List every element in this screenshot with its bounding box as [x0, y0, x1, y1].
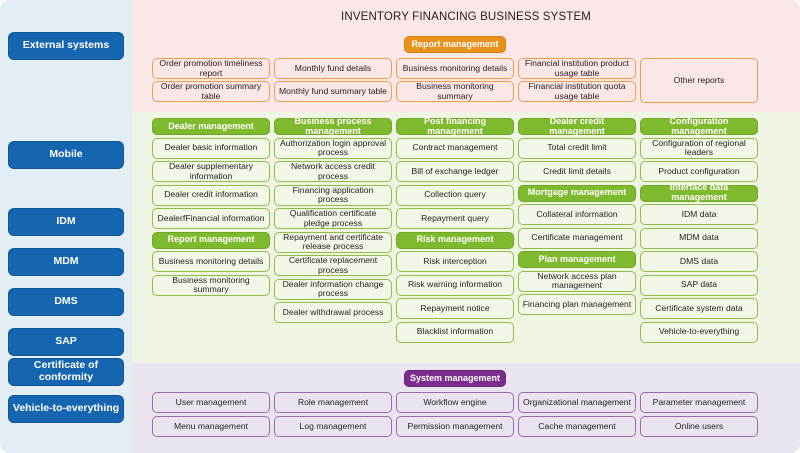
system-item-parameter-management[interactable]: Parameter management — [640, 392, 758, 413]
module-item-configuration-of-regional-leaders[interactable]: Configuration of regional leaders — [640, 137, 758, 159]
module-header-business-process-management[interactable]: Business process management — [274, 116, 392, 135]
system-item-role-management[interactable]: Role management — [274, 392, 392, 413]
sidebar-item-certificate-of-conformity[interactable]: Certificate of conformity — [8, 358, 124, 386]
module-item-network-access-plan-management[interactable]: Network access plan management — [518, 270, 636, 292]
module-item-credit-limit-details[interactable]: Credit limit details — [518, 161, 636, 182]
module-item-contract-management[interactable]: Contract management — [396, 137, 514, 159]
report-item-monthly-fund-details[interactable]: Monthly fund details — [274, 58, 392, 79]
module-item-product-configuration[interactable]: Product configuration — [640, 161, 758, 182]
module-item-dms-data[interactable]: DMS data — [640, 251, 758, 272]
module-item-financing-application-process[interactable]: Financing application process — [274, 184, 392, 206]
system-item-permission-management[interactable]: Permission management — [396, 416, 514, 437]
system-item-menu-management[interactable]: Menu management — [152, 416, 270, 437]
module-item-business-monitoring-summary[interactable]: Business monitoring summary — [152, 274, 270, 296]
report-item-financial-institution-quota-usage-table[interactable]: Financial institution quota usage table — [518, 81, 636, 102]
module-item-mdm-data[interactable]: MDM data — [640, 227, 758, 249]
module-header-plan-management[interactable]: Plan management — [518, 251, 636, 268]
module-item-financing-plan-management[interactable]: Financing plan management — [518, 294, 636, 315]
module-item-dealerffinancial-information[interactable]: DealerfFinancial information — [152, 208, 270, 229]
module-item-idm-data[interactable]: IDM data — [640, 204, 758, 225]
module-item-qualification-certificate-pledge-process[interactable]: Qualification certificate pledge process — [274, 208, 392, 229]
module-item-vehicle-to-everything[interactable]: Vehicle-to-everything — [640, 321, 758, 343]
system-item-online-users[interactable]: Online users — [640, 416, 758, 437]
report-item-business-monitoring-summary[interactable]: Business monitoring summary — [396, 81, 514, 102]
sidebar-item-idm[interactable]: IDM — [8, 208, 124, 236]
system-item-user-management[interactable]: User management — [152, 392, 270, 413]
module-item-dealer-credit-information[interactable]: Dealer credit information — [152, 184, 270, 206]
module-item-dealer-basic-information[interactable]: Dealer basic information — [152, 137, 270, 159]
system-item-cache-management[interactable]: Cache management — [518, 416, 636, 437]
sidebar-item-mobile[interactable]: Mobile — [8, 141, 124, 169]
report-item-order-promotion-summary-table[interactable]: Order promotion summary table — [152, 81, 270, 102]
module-item-certificate-replacement-process[interactable]: Certificate replacement process — [274, 255, 392, 276]
module-item-risk-interception[interactable]: Risk interception — [396, 251, 514, 272]
system-stage: INVENTORY FINANCING BUSINESS SYSTEM Repo… — [132, 0, 800, 453]
module-header-post-financing-management[interactable]: Post financing management — [396, 116, 514, 135]
report-item-monthly-fund-summary-table[interactable]: Monthly fund summary table — [274, 81, 392, 102]
module-header-mortgage-management[interactable]: Mortgage management — [518, 184, 636, 202]
module-item-risk-warning-information[interactable]: Risk warning information — [396, 274, 514, 296]
module-header-dealer-management[interactable]: Dealer management — [152, 118, 270, 135]
module-item-dealer-information-change-process[interactable]: Dealer information change process — [274, 278, 392, 300]
report-item-financial-institution-product-usage-table[interactable]: Financial institution product usage tabl… — [518, 58, 636, 79]
module-item-repayment-and-certificate-release-process[interactable]: Repayment and certificate release proces… — [274, 231, 392, 253]
module-header-dealer-credit-management[interactable]: Dealer credit management — [518, 116, 636, 135]
report-item-other-reports[interactable]: Other reports — [640, 58, 758, 103]
module-item-dealer-withdrawal-process[interactable]: Dealer withdrawal process — [274, 302, 392, 323]
sidebar-item-vehicle-to-everything[interactable]: Vehicle-to-everything — [8, 395, 124, 423]
module-item-dealer-supplementary-information[interactable]: Dealer supplementary information — [152, 161, 270, 182]
module-item-total-credit-limit[interactable]: Total credit limit — [518, 137, 636, 159]
sidebar-item-dms[interactable]: DMS — [8, 288, 124, 316]
module-header-report-management[interactable]: Report management — [152, 231, 270, 249]
module-item-certificate-system-data[interactable]: Certificate system data — [640, 298, 758, 319]
page-title: INVENTORY FINANCING BUSINESS SYSTEM — [341, 11, 591, 23]
module-item-business-monitoring-details[interactable]: Business monitoring details — [152, 251, 270, 272]
module-item-repayment-query[interactable]: Repayment query — [396, 208, 514, 229]
module-item-blacklist-information[interactable]: Blacklist information — [396, 321, 514, 343]
system-item-organizational-management[interactable]: Organizational management — [518, 392, 636, 413]
system-item-workflow-engine[interactable]: Workflow engine — [396, 392, 514, 413]
module-item-authorization-login-approval-process[interactable]: Authorization login approval process — [274, 137, 392, 159]
system-management-header[interactable]: System management — [404, 370, 506, 387]
module-item-network-access-credit-process[interactable]: Network access credit process — [274, 161, 392, 182]
module-header-configuration-management[interactable]: Configuration management — [640, 116, 758, 135]
module-item-collateral-information[interactable]: Collateral information — [518, 204, 636, 225]
module-item-repayment-notice[interactable]: Repayment notice — [396, 298, 514, 319]
module-header-risk-management[interactable]: Risk management — [396, 231, 514, 249]
module-item-sap-data[interactable]: SAP data — [640, 274, 758, 296]
report-management-header[interactable]: Report management — [404, 36, 506, 53]
module-item-collection-query[interactable]: Collection query — [396, 184, 514, 206]
sidebar-item-mdm[interactable]: MDM — [8, 248, 124, 276]
system-item-log-management[interactable]: Log management — [274, 416, 392, 437]
report-item-business-monitoring-details[interactable]: Business monitoring details — [396, 58, 514, 79]
module-item-certificate-management[interactable]: Certificate management — [518, 227, 636, 249]
sidebar-item-external-systems[interactable]: External systems — [8, 32, 124, 60]
module-header-interface-data-management[interactable]: Interface data management — [640, 182, 758, 202]
module-item-bill-of-exchange-ledger[interactable]: Bill of exchange ledger — [396, 161, 514, 182]
sidebar-item-sap[interactable]: SAP — [8, 328, 124, 356]
report-item-order-promotion-timeliness-report[interactable]: Order promotion timeliness report — [152, 58, 270, 79]
